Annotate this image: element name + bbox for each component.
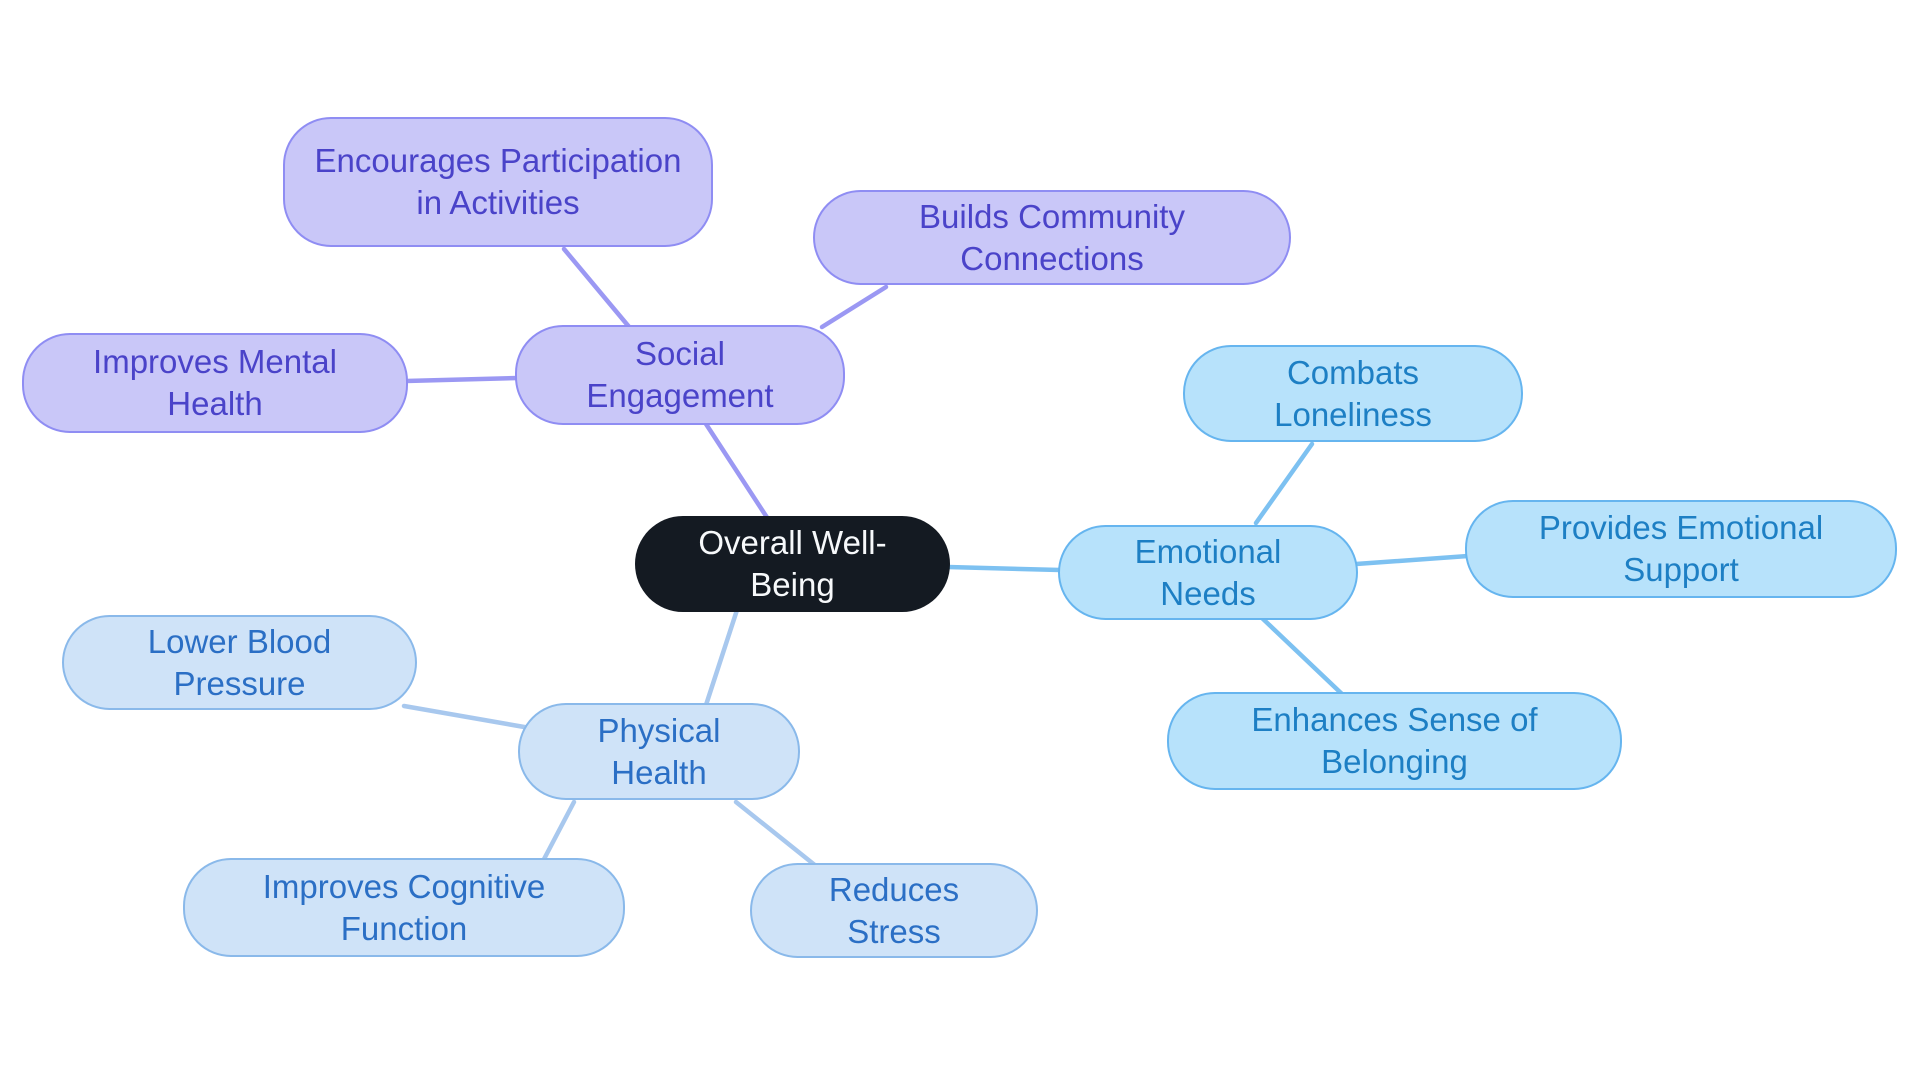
child-node-label: Builds Community Connections xyxy=(919,197,1185,277)
child-node-improves-cognitive-function[interactable]: Improves Cognitive Function xyxy=(183,858,625,957)
child-node-builds-community-connections[interactable]: Builds Community Connections xyxy=(813,190,1291,285)
edge-social-to-builds-community xyxy=(819,284,889,330)
child-node-combats-loneliness[interactable]: Combats Loneliness xyxy=(1183,345,1523,442)
edge-social-to-encourages-participation xyxy=(561,246,633,331)
branch-node-label: Physical Health xyxy=(597,711,721,791)
branch-node-label: Social Engagement xyxy=(586,335,774,414)
edge-center-to-emotional-needs xyxy=(945,564,1063,573)
branch-node-emotional-needs[interactable]: Emotional Needs xyxy=(1058,525,1358,620)
branch-node-physical-health[interactable]: Physical Health xyxy=(518,703,800,800)
child-node-label: Reduces Stress xyxy=(828,870,960,950)
edge-emotional-to-provides-support xyxy=(1353,553,1471,567)
edge-center-to-physical-health xyxy=(703,607,740,708)
branch-node-label: Emotional Needs xyxy=(1134,532,1282,612)
child-node-label: Improves Cognitive Function xyxy=(262,867,546,947)
center-node-overall-well-being[interactable]: Overall Well-Being xyxy=(635,516,950,612)
edge-center-to-social-engagement xyxy=(703,421,771,522)
child-node-provides-emotional-support[interactable]: Provides Emotional Support xyxy=(1465,500,1897,598)
child-node-encourages-participation[interactable]: Encourages Participation in Activities xyxy=(283,117,713,247)
child-node-label: Provides Emotional Support xyxy=(1538,509,1824,588)
child-node-lower-blood-pressure[interactable]: Lower Blood Pressure xyxy=(62,615,417,710)
edge-physical-to-reduces-stress xyxy=(733,799,819,869)
edge-social-to-improves-mental-health xyxy=(403,375,521,384)
child-node-label: Encourages Participation in Activities xyxy=(314,142,682,221)
child-node-label: Combats Loneliness xyxy=(1274,353,1432,433)
center-node-label: Overall Well-Being xyxy=(698,524,887,603)
child-node-label: Enhances Sense of Belonging xyxy=(1251,701,1538,780)
edge-emotional-to-combats-loneliness xyxy=(1253,441,1315,526)
branch-node-social-engagement[interactable]: Social Engagement xyxy=(515,325,845,425)
edge-physical-to-cognitive-function xyxy=(540,799,577,864)
child-node-label: Lower Blood Pressure xyxy=(147,622,332,702)
child-node-reduces-stress[interactable]: Reduces Stress xyxy=(750,863,1038,958)
child-node-label: Improves Mental Health xyxy=(93,343,337,422)
child-node-enhances-sense-of-belonging[interactable]: Enhances Sense of Belonging xyxy=(1167,692,1622,790)
child-node-improves-mental-health[interactable]: Improves Mental Health xyxy=(22,333,408,433)
edge-physical-to-lower-blood-pressure xyxy=(401,703,533,731)
edge-emotional-to-sense-of-belonging xyxy=(1259,615,1345,697)
